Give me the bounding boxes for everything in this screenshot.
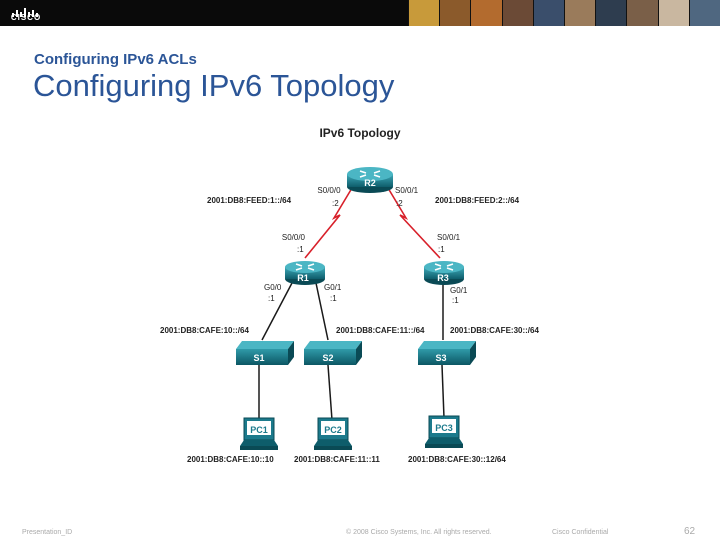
pc2-address-label: 2001:DB8:CAFE:11::11 (294, 455, 380, 464)
r3-s001-label: S0/0/1 (437, 233, 461, 242)
r2-s001-label: S0/0/1 (395, 186, 419, 195)
cisco-logo: CISCO (8, 4, 44, 22)
switch-label: S1 (253, 353, 264, 363)
switch-s3-icon: S3 (418, 341, 476, 365)
link-s3-pc3 (441, 364, 445, 419)
r2-s001-addr: :2 (396, 199, 403, 208)
r3-s001-addr: :1 (438, 245, 445, 254)
network-feed2-label: 2001:DB8:FEED:2::/64 (435, 196, 520, 205)
switch-s2-icon: S2 (304, 341, 362, 365)
pc-label: PC2 (324, 425, 342, 435)
pc-label: PC3 (435, 423, 453, 433)
switch-label: S2 (322, 353, 333, 363)
slide-title: Configuring IPv6 Topology (33, 68, 395, 103)
serial-link-r1-r2 (304, 187, 353, 259)
router-r1-icon: R1 (285, 261, 325, 285)
pc-label: PC1 (250, 425, 268, 435)
slide-subtitle: Configuring IPv6 ACLs (34, 51, 197, 68)
router-label: R2 (364, 178, 376, 188)
switch-label: S3 (435, 353, 446, 363)
pc1-address-label: 2001:DB8:CAFE:10::10 (187, 455, 274, 464)
r2-s000-addr: :2 (332, 199, 339, 208)
r1-g00-addr: :1 (268, 294, 275, 303)
router-r2-icon: R2 (347, 167, 393, 193)
pc2-icon: PC2 (314, 417, 352, 450)
serial-link-r2-r3 (387, 187, 441, 259)
link-s2-pc2 (327, 364, 333, 421)
pc1-icon: PC1 (240, 417, 278, 450)
r3-g01-addr: :1 (452, 296, 459, 305)
header-photo-strip (408, 0, 720, 26)
r1-g01-addr: :1 (330, 294, 337, 303)
link-r1-s1 (261, 282, 293, 341)
pc3-icon: PC3 (425, 415, 463, 448)
page-number: 62 (684, 526, 696, 537)
r1-g00-label: G0/0 (264, 283, 282, 292)
r3-g01-label: G0/1 (450, 286, 468, 295)
router-label: R3 (437, 273, 449, 283)
footer-copyright: © 2008 Cisco Systems, Inc. All rights re… (346, 529, 492, 536)
r1-s000-addr: :1 (297, 245, 304, 254)
network-feed1-label: 2001:DB8:FEED:1::/64 (207, 196, 292, 205)
link-r1-s2 (315, 282, 329, 341)
footer-confidential: Cisco Confidential (552, 529, 609, 536)
network-cafe11-label: 2001:DB8:CAFE:11::/64 (336, 326, 425, 335)
router-r3-icon: R3 (424, 261, 464, 285)
r2-s000-label: S0/0/0 (317, 186, 341, 195)
r1-s000-label: S0/0/0 (282, 233, 306, 242)
router-label: R1 (297, 273, 309, 283)
network-cafe10-label: 2001:DB8:CAFE:10::/64 (160, 326, 249, 335)
switch-s1-icon: S1 (236, 341, 294, 365)
diagram-title: IPv6 Topology (319, 126, 400, 140)
r1-g01-label: G0/1 (324, 283, 342, 292)
header-bar: CISCO (0, 0, 720, 26)
pc3-address-label: 2001:DB8:CAFE:30::12/64 (408, 455, 506, 464)
logo-text: CISCO (10, 13, 42, 22)
footer-presentation-id: Presentation_ID (22, 529, 73, 536)
network-cafe30-label: 2001:DB8:CAFE:30::/64 (450, 326, 539, 335)
